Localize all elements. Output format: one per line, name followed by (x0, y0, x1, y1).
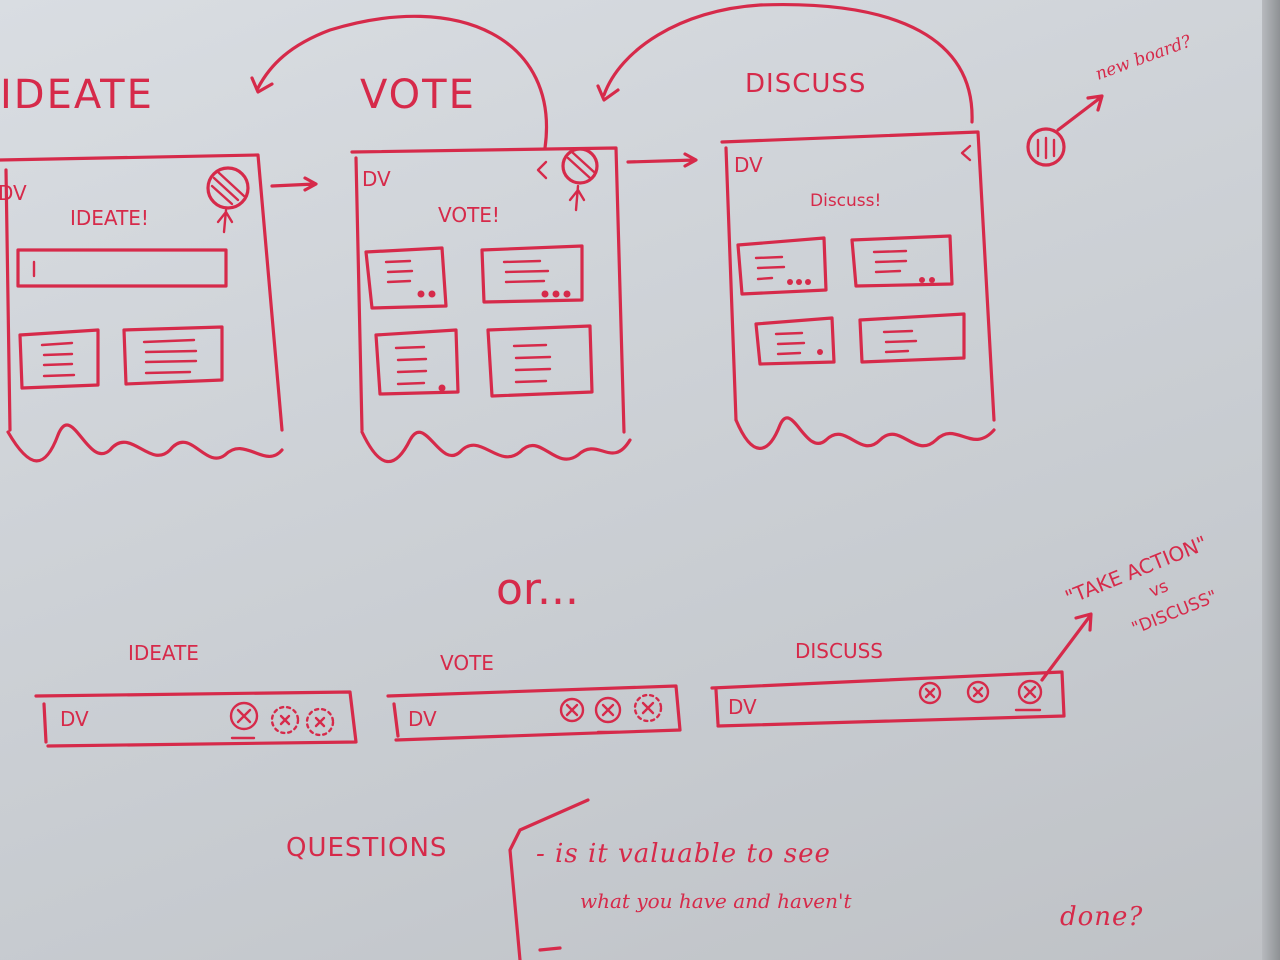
vote-card (374, 328, 460, 396)
stage-dot-icon (559, 697, 585, 723)
discuss-card (736, 236, 828, 296)
screen-title: Discuss! (810, 191, 881, 211)
arrow-head-icon (250, 76, 274, 94)
chevron-left-icon (960, 144, 972, 162)
app-logo: DV (408, 707, 437, 731)
app-logo: DV (362, 167, 391, 191)
heading-vote: VOTE (360, 72, 476, 118)
app-logo: DV (60, 707, 89, 731)
arrow-icon (1040, 612, 1093, 682)
stage-dot-icon (966, 680, 990, 704)
vote-card (486, 324, 594, 398)
navbar-ideate: DV (34, 690, 358, 748)
questions-label: QUESTIONS (286, 833, 447, 863)
new-board-button-icon (1026, 127, 1066, 167)
screen-title: IDEATE! (70, 206, 149, 230)
discuss-card (754, 316, 836, 366)
alt-label-vote: VOTE (440, 651, 494, 675)
arrow-vote-to-ideate (256, 14, 549, 150)
stage-dot-icon (305, 707, 335, 737)
arrow-icon (1056, 94, 1104, 132)
chevron-left-icon (536, 160, 548, 180)
new-board-note: new board? (1093, 31, 1195, 84)
phone-vote: DV VOTE! (350, 146, 698, 464)
app-logo: DV (728, 695, 757, 719)
vote-card (480, 244, 584, 304)
question-line-3: done? (1060, 902, 1143, 932)
heading-ideate: IDEATE (0, 72, 154, 118)
phone-ideate: DV IDEATE! (0, 153, 318, 463)
navbar-vote: DV (386, 684, 682, 742)
or-text: or... (496, 564, 579, 615)
avatar (561, 147, 599, 185)
stage-dot-icon (594, 696, 622, 724)
take-action-note: "TAKE ACTION" vs "DISCUSS" (1062, 531, 1221, 639)
navbar-discuss: DV (710, 612, 1093, 728)
heading-discuss: DISCUSS (745, 69, 866, 99)
app-logo: DV (0, 181, 27, 205)
question-line-2: what you have and haven't (580, 889, 852, 913)
idea-input (16, 248, 228, 288)
arrow-discuss-to-vote (602, 2, 974, 124)
screen-title: VOTE! (438, 203, 500, 227)
stage-dot-icon (1017, 679, 1043, 705)
alt-label-discuss: DISCUSS (795, 639, 883, 663)
whiteboard-frame (1262, 0, 1280, 960)
questions-bracket (508, 798, 590, 960)
alt-label-ideate: IDEATE (128, 641, 199, 665)
idea-card (122, 325, 224, 386)
discuss-card (858, 312, 966, 364)
app-logo: DV (734, 153, 763, 177)
stage-dot-icon (918, 681, 942, 705)
stage-dot-icon (633, 693, 663, 723)
idea-card (18, 328, 100, 390)
vote-card (364, 246, 448, 310)
arrow-head-icon (596, 84, 620, 102)
take-action-line-3: "DISCUSS" (1129, 587, 1220, 639)
question-line-1: - is it valuable to see (536, 839, 831, 869)
take-action-line-2: vs (1146, 576, 1171, 602)
avatar (206, 166, 250, 210)
arrow-icon (270, 176, 318, 192)
discuss-card (850, 234, 954, 288)
stage-dot-icon (270, 705, 300, 735)
arrow-icon (626, 152, 698, 168)
stage-dot-icon (229, 701, 259, 731)
